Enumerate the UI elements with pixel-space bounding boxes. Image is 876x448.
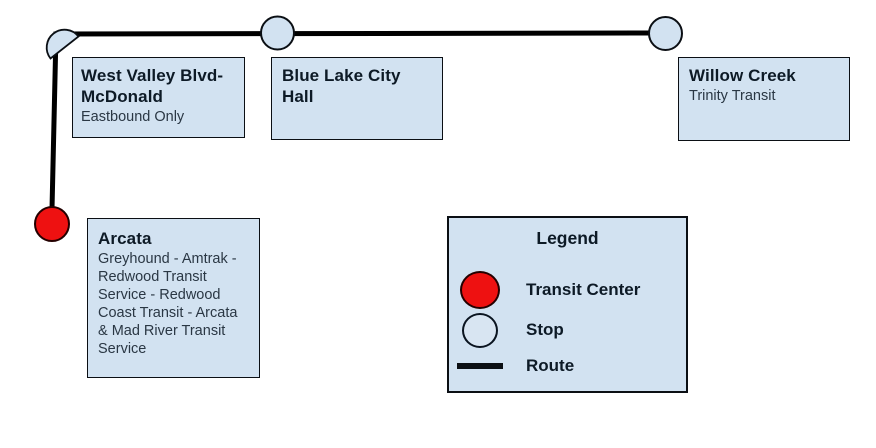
stop-title: West Valley Blvd-McDonald xyxy=(81,66,224,106)
legend-row-stop: Stop xyxy=(449,312,686,348)
legend-row-transit-center: Transit Center xyxy=(449,270,686,310)
stop-marker-west-valley xyxy=(45,28,80,60)
legend-symbol-wrap xyxy=(457,363,503,369)
legend-symbol-wrap xyxy=(457,312,503,348)
stop-title: Willow Creek xyxy=(689,66,796,85)
legend-label-stop: Stop xyxy=(526,320,564,339)
stop-label-willow-creek: Willow Creek Trinity Transit xyxy=(678,57,850,141)
stop-symbol-icon xyxy=(462,312,498,348)
transit-center-marker-arcata xyxy=(34,206,70,242)
legend-symbol-wrap xyxy=(457,271,503,309)
stop-marker-willow-creek xyxy=(648,16,683,51)
stop-label-arcata: Arcata Greyhound - Amtrak - Redwood Tran… xyxy=(87,218,260,378)
legend-title: Legend xyxy=(536,228,599,248)
stop-title: Blue Lake City Hall xyxy=(282,66,401,106)
stop-title: Arcata xyxy=(98,229,152,248)
stop-subtitle: Greyhound - Amtrak - Redwood Transit Ser… xyxy=(98,251,238,357)
route-symbol-icon xyxy=(457,363,503,369)
stop-subtitle: Trinity Transit xyxy=(689,88,776,104)
transit-center-symbol-icon xyxy=(460,271,500,309)
stop-label-blue-lake: Blue Lake City Hall xyxy=(271,57,443,140)
legend-label-transit-center: Transit Center xyxy=(526,280,641,299)
stop-label-west-valley: West Valley Blvd-McDonald Eastbound Only xyxy=(72,57,245,138)
legend-label-route: Route xyxy=(526,356,575,375)
legend: Legend Transit Center Stop Route xyxy=(447,216,688,393)
stop-subtitle: Eastbound Only xyxy=(81,109,185,125)
stop-marker-blue-lake xyxy=(260,15,295,51)
legend-row-route: Route xyxy=(449,356,686,375)
